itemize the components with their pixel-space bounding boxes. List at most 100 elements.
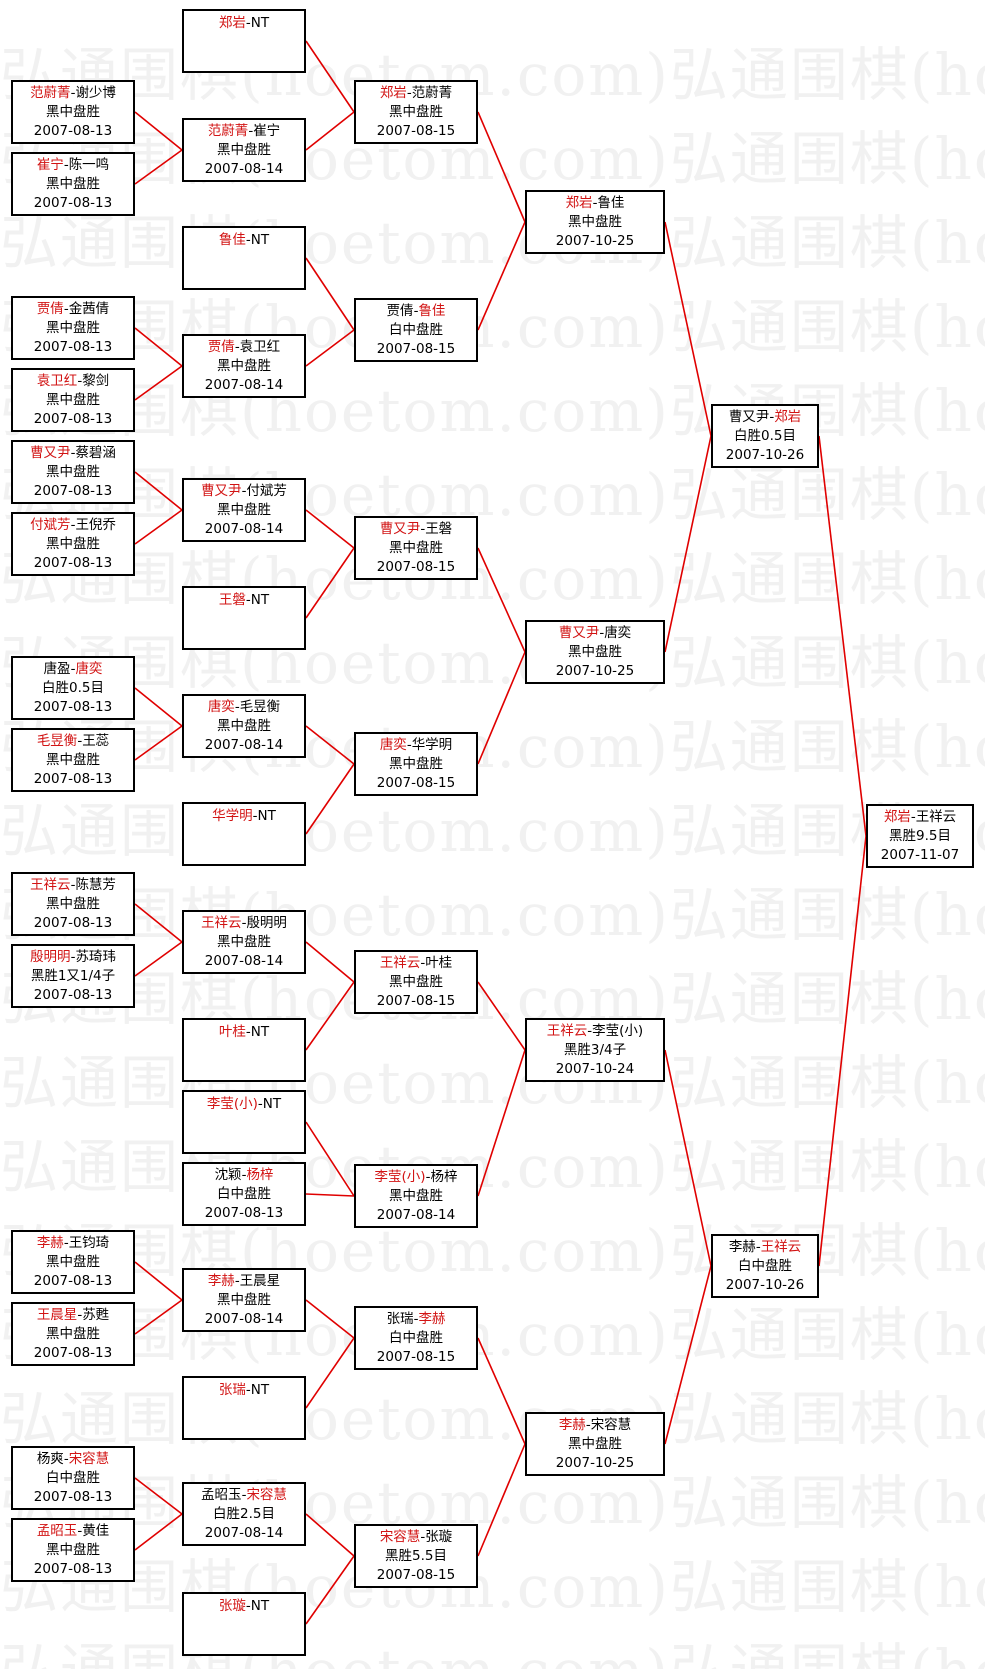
match-result: 黑中盘胜 <box>217 1291 271 1308</box>
watermark-text: 弘通围棋(hoetom.com)弘通围棋(hoetom.com) <box>0 377 985 445</box>
winner-name: 唐奕 <box>75 660 103 677</box>
player-name: 王倪乔 <box>75 516 116 533</box>
connector-r0_5-r1_5 <box>134 471 183 511</box>
watermark-text: 弘通围棋(hoetom.com)弘通围棋(hoetom.com) <box>0 713 985 781</box>
separator: - <box>910 808 916 825</box>
player-name: 金茜倩 <box>68 300 110 317</box>
match-result: 黑中盘胜 <box>46 319 100 336</box>
connector-r1_14-r2_7 <box>305 1337 355 1409</box>
connector-r0_9-r1_9 <box>134 903 183 943</box>
player-name: 陈慧芳 <box>75 876 116 893</box>
match-result: 白胜0.5目 <box>734 427 796 444</box>
match-result: 黑中盘胜 <box>217 141 271 158</box>
match-players: 张瑞-李赫 <box>387 1310 446 1329</box>
match-players: 李赫-王祥云 <box>729 1238 801 1257</box>
match-date: 2007-08-15 <box>376 340 456 357</box>
match-players: 王祥云-叶桂 <box>380 954 452 973</box>
separator: - <box>234 1272 240 1289</box>
player-name: 叶桂 <box>425 954 453 971</box>
player-name: 贾倩 <box>386 302 414 319</box>
match-players: 曹又尹-王磐 <box>380 520 452 539</box>
connector-r4_2-r5_1 <box>818 835 867 1267</box>
separator: - <box>420 520 426 537</box>
watermark-text: 弘通围棋(hoetom.com)弘通围棋(hoetom.com) <box>0 209 985 277</box>
connector-r1_3-r2_2 <box>305 257 355 331</box>
watermark-text: 弘通围棋(hoetom.com)弘通围棋(hoetom.com) <box>0 629 985 697</box>
player-name: 张璇 <box>425 1528 453 1545</box>
winner-name: 李赫 <box>418 1310 446 1327</box>
winner-name: 鲁佳 <box>218 232 246 248</box>
winner-name: 张瑞 <box>218 1382 246 1398</box>
separator: - <box>70 660 76 677</box>
match-players: 沈颖-杨梓 <box>215 1166 274 1185</box>
match-date: 2007-08-13 <box>33 698 113 715</box>
match-result: 白中盘胜 <box>738 1257 792 1274</box>
match-date: 2007-08-15 <box>376 558 456 575</box>
match-result: 黑中盘胜 <box>217 933 271 950</box>
player-name: 孟昭玉 <box>201 1486 242 1503</box>
winner-name: 王祥云 <box>201 914 242 931</box>
match-players: 孟昭玉-宋容慧 <box>201 1486 287 1505</box>
player-name: 苏琦玮 <box>75 948 116 965</box>
match-players: 张璇-NT <box>219 1597 269 1616</box>
winner-name: 唐奕 <box>379 736 407 753</box>
player-name: NT <box>250 1598 270 1614</box>
match-result: 白胜2.5目 <box>213 1505 275 1522</box>
match-date: 2007-08-15 <box>376 1348 456 1365</box>
connector-r0_7-r1_7 <box>134 687 183 727</box>
player-name: 杨爽 <box>36 1450 64 1467</box>
match-result: 黑中盘胜 <box>46 751 100 768</box>
match-date: 2007-08-14 <box>204 952 284 969</box>
watermark-text: 弘通围棋(hoetom.com)弘通围棋(hoetom.com) <box>0 881 985 949</box>
match-box-r1_8: 华学明-NT <box>182 802 306 866</box>
winner-name: 李赫 <box>36 1234 64 1251</box>
separator: - <box>241 482 247 499</box>
match-date: 2007-08-13 <box>33 122 113 139</box>
winner-name: 郑岩 <box>218 15 246 31</box>
match-date: 2007-08-13 <box>33 410 113 427</box>
connector-r0_13-r1_15 <box>134 1477 183 1515</box>
separator: - <box>425 1168 431 1185</box>
match-result: 黑中盘胜 <box>46 103 100 120</box>
separator: - <box>63 1450 69 1467</box>
match-players: 唐奕-华学明 <box>380 736 452 755</box>
connector-r1_9-r2_5 <box>305 941 355 983</box>
player-name: NT <box>250 592 270 608</box>
match-players: 贾倩-金茜倩 <box>37 300 109 319</box>
connector-r1_6-r2_3 <box>305 547 355 619</box>
match-players: 殷明明-苏琦玮 <box>30 948 116 967</box>
match-players: 孟昭玉-黄佳 <box>37 1522 109 1541</box>
connector-r2_6-r3_3 <box>477 1049 526 1197</box>
match-date: 2007-08-13 <box>33 1560 113 1577</box>
separator: - <box>63 156 69 173</box>
player-name: 袁卫红 <box>239 338 281 355</box>
match-result: 黑胜3/4子 <box>563 1041 627 1058</box>
match-date: 2007-08-15 <box>376 1566 456 1583</box>
connector-r1_1-r2_1 <box>305 40 355 113</box>
match-players: 张瑞-NT <box>219 1381 269 1400</box>
separator: - <box>413 302 419 319</box>
winner-name: 华学明 <box>212 808 253 824</box>
separator: - <box>70 876 76 893</box>
match-players: 贾倩-袁卫红 <box>208 338 280 357</box>
match-players: 杨爽-宋容慧 <box>37 1450 109 1469</box>
match-players: 叶桂-NT <box>219 1023 269 1042</box>
separator: - <box>245 1382 251 1398</box>
match-players: 付斌芳-王倪乔 <box>30 516 116 535</box>
winner-name: 崔宁 <box>36 156 64 173</box>
match-box-r1_10: 叶桂-NT <box>182 1018 306 1082</box>
separator: - <box>70 444 76 461</box>
match-players: 贾倩-鲁佳 <box>387 302 446 321</box>
match-box-r1_6: 王磐-NT <box>182 586 306 650</box>
